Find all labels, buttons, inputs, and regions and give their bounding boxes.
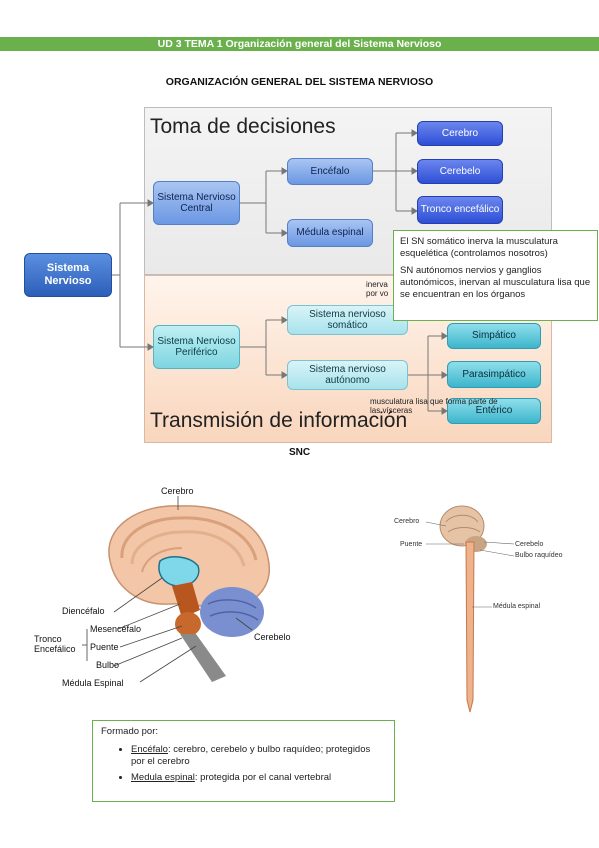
encefalo-box: Encéfalo <box>287 158 373 185</box>
simpatico-box: Simpático <box>447 323 541 349</box>
brain-label-cerebro: Cerebro <box>161 486 194 496</box>
inerva-note: inerva por vo <box>366 280 389 298</box>
cord-label-medula: Médula espinal <box>493 603 541 610</box>
document-title: ORGANIZACIÓN GENERAL DEL SISTEMA NERVIOS… <box>165 76 434 88</box>
snc-box: Sistema Nervioso Central <box>153 181 240 225</box>
snc-label: SNC <box>288 447 311 458</box>
formado-item-encefalo: Encéfalo: cerebro, cerebelo y bulbo raqu… <box>131 744 386 768</box>
parasimpatico-box: Parasimpático <box>447 361 541 388</box>
transmission-panel-label: Transmisión de información <box>150 409 408 432</box>
cerebro-box: Cerebro <box>417 121 503 146</box>
snp-box: Sistema Nervioso Periférico <box>153 325 240 369</box>
nervous-system-diagram: Toma de decisiones Transmisión de inform… <box>20 107 552 443</box>
tronco-encefalico-box: Tronco encefálico <box>417 196 503 224</box>
brain-label-cerebelo: Cerebelo <box>254 632 291 642</box>
brain-label-mesencefalo: Mesencéfalo <box>90 624 142 634</box>
cord-label-puente: Puente <box>400 541 423 548</box>
visceras-note: musculatura lisa que forma parte de las … <box>370 397 498 415</box>
spinal-cord-illustration: Cerebro Puente Cerebelo Bulbo raquídeo M… <box>380 500 580 718</box>
somatic-autonomic-callout: El SN somático inerva la musculatura esq… <box>393 230 598 321</box>
enterico-box: Entérico <box>447 398 541 424</box>
connector-lines <box>112 129 448 415</box>
header-banner: UD 3 TEMA 1 Organización general del Sis… <box>0 37 599 51</box>
brain-label-medula: Médula Espinal <box>62 678 124 688</box>
somatico-box: Sistema nervioso somático <box>287 305 408 335</box>
cord-label-cerebro: Cerebro <box>394 518 420 525</box>
autonomo-box: Sistema nervioso autónomo <box>287 360 408 390</box>
brain-section-drawing <box>82 496 270 683</box>
decisions-panel-label: Toma de decisiones <box>150 115 336 138</box>
spinal-cord-drawing <box>425 505 515 713</box>
formado-title: Formado por: <box>101 726 159 737</box>
cord-label-cerebelo: Cerebelo <box>515 541 544 548</box>
cord-label-bulbo: Bulbo raquídeo <box>515 552 563 559</box>
sistema-nervioso-box: Sistema Nervioso <box>24 253 112 297</box>
brain-label-puente: Puente <box>90 642 119 652</box>
medula-espinal-box: Médula espinal <box>287 219 373 247</box>
brain-label-diencefalo: Diencéfalo <box>62 606 105 616</box>
brain-label-bulbo: Bulbo <box>96 660 120 670</box>
cerebelo-box: Cerebelo <box>417 159 503 184</box>
formado-por-box: Formado por: Encéfalo: cerebro, cerebelo… <box>92 720 395 802</box>
brain-label-tronco: Tronco Encefálico <box>34 634 76 654</box>
formado-item-medula: Medula espinal: protegida por el canal v… <box>131 772 386 784</box>
brain-illustration: Cerebro Diencéfalo Mesencéfalo Puente Bu… <box>30 486 330 696</box>
